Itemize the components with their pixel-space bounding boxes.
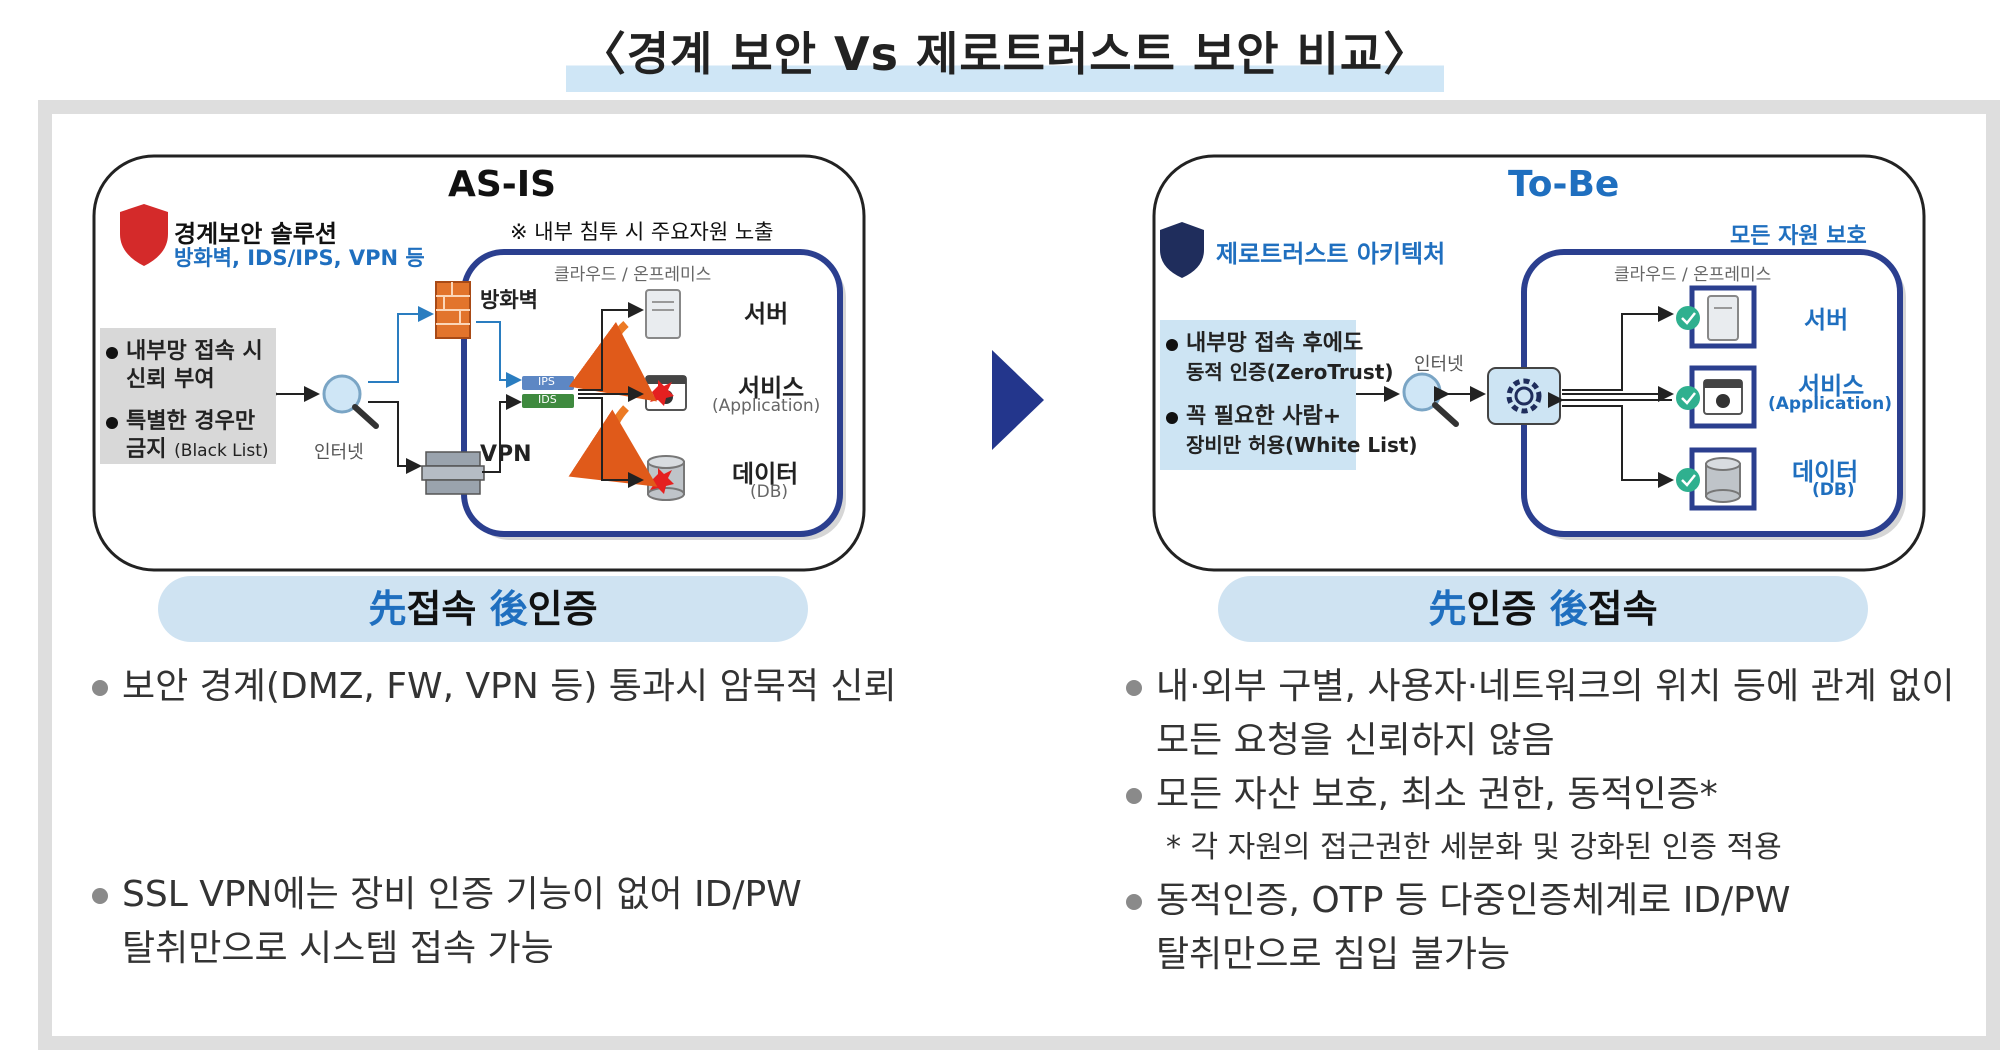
red-shield-icon <box>120 204 168 266</box>
attack-arrow <box>568 321 657 402</box>
ids-label: IDS <box>538 393 557 406</box>
to-be-principle-pill: 先인증 後접속 <box>1218 576 1868 642</box>
to-be-data-label: 데이터 <box>1792 458 1859 486</box>
transition-arrow-icon <box>992 350 1044 450</box>
to-be-pill-t2: 접속 <box>1587 587 1658 631</box>
as-is-service-label: 서비스 <box>738 374 805 402</box>
to-be-title: To-Be <box>1508 164 1620 205</box>
to-be-policy-item: 꼭 필요한 사람+ 장비만 허용(White List) <box>1166 403 1418 460</box>
to-be-bullet-1b: 모든 요청을 신뢰하지 않음 <box>1156 720 1555 761</box>
as-is-solution-sub: 방화벽, IDS/IPS, VPN 등 <box>174 246 425 270</box>
as-is-bullets-lower: SSL VPN에는 장비 인증 기능이 없어 ID/PW 탈취만으로 시스템 접속… <box>92 868 912 976</box>
server-icon <box>645 289 681 339</box>
as-is-bullet: SSL VPN에는 장비 인증 기능이 없어 ID/PW 탈취만으로 시스템 접속… <box>92 868 912 976</box>
verified-badge-icon <box>1676 386 1700 410</box>
page-title: 〈경계 보안 Vs 제로트러스트 보안 비교〉 <box>565 14 1445 92</box>
to-be-service-label: 서비스 <box>1798 372 1865 400</box>
to-be-policy-box <box>1160 320 1356 470</box>
as-is-network-label: 클라우드 / 온프레미스 <box>554 265 712 285</box>
gear-icon <box>1506 378 1542 414</box>
to-be-protect-label: 모든 자원 보호 <box>1730 224 1867 249</box>
vpn-server-icon <box>421 451 485 495</box>
to-be-policy-1b: 동적 인증(ZeroTrust) <box>1186 360 1394 384</box>
to-be-bullet-3a: 동적인증, OTP 등 다중인증체계로 ID/PW <box>1156 880 1791 921</box>
as-is-policy-2c: (Black List) <box>174 441 269 461</box>
as-is-pill-t2: 인증 <box>527 587 598 631</box>
as-is-policy-box <box>100 328 276 464</box>
as-is-solution-title: 경계보안 솔루션 <box>174 220 337 248</box>
to-be-bullet: 동적인증, OTP 등 다중인증체계로 ID/PW 탈취만으로 침입 불가능 <box>1126 874 1986 982</box>
as-is-pill-hl2: 後 <box>489 587 528 631</box>
to-be-bullet-1a: 내·외부 구별, 사용자·네트워크의 위치 등에 관계 없이 <box>1156 666 1955 707</box>
to-be-pill-hl1: 先 <box>1428 587 1467 631</box>
as-is-pill-t1: 접속 <box>406 587 490 631</box>
as-is-bullet-2b: 탈취만으로 시스템 접속 가능 <box>122 928 554 969</box>
magnifier-icon <box>322 374 362 414</box>
attack-arrow <box>568 405 658 487</box>
to-be-service-sub: (Application) <box>1768 394 1892 414</box>
as-is-note: ※ 내부 침투 시 주요자원 노출 <box>510 220 774 244</box>
as-is-data-label: 데이터 <box>732 460 799 488</box>
as-is-diagram-graphic <box>92 154 866 572</box>
to-be-policy-2b: 장비만 허용(White List) <box>1186 433 1418 457</box>
as-is-pill-hl1: 先 <box>368 587 407 631</box>
to-be-bullet-note: * 각 자원의 접근권한 세분화 및 강화된 인증 적용 <box>1166 830 1782 865</box>
as-is-bullets: 보안 경계(DMZ, FW, VPN 등) 통과시 암묵적 신뢰 <box>92 660 912 714</box>
database-icon <box>1705 457 1741 503</box>
as-is-service-sub: (Application) <box>712 396 821 416</box>
to-be-policy-1a: 내부망 접속 후에도 <box>1186 331 1364 356</box>
as-is-bullet-2a: SSL VPN에는 장비 인증 기능이 없어 ID/PW <box>122 874 802 915</box>
verified-badge-icon <box>1676 468 1700 492</box>
vpn-label: VPN <box>480 442 532 467</box>
firewall-icon <box>435 281 471 339</box>
to-be-bullet-2: 모든 자산 보호, 최소 권한, 동적인증* <box>1156 774 1718 815</box>
firewall-label: 방화벽 <box>480 288 538 312</box>
to-be-policy-2a: 꼭 필요한 사람+ <box>1186 404 1342 429</box>
as-is-bullet: 보안 경계(DMZ, FW, VPN 등) 통과시 암묵적 신뢰 <box>92 660 912 714</box>
as-is-internet-label: 인터넷 <box>314 442 364 463</box>
to-be-arch-title: 제로트러스트 아키텍처 <box>1216 240 1446 268</box>
as-is-policy-1a: 내부망 접속 시 <box>126 339 263 364</box>
ips-label: IPS <box>538 375 555 388</box>
as-is-principle-pill: 先접속 後인증 <box>158 576 808 642</box>
attack-burst-icon <box>650 468 674 494</box>
to-be-pill-t1: 인증 <box>1466 587 1550 631</box>
as-is-bullet-1: 보안 경계(DMZ, FW, VPN 등) 통과시 암묵적 신뢰 <box>122 666 897 707</box>
navy-shield-icon <box>1160 222 1204 278</box>
as-is-title: AS-IS <box>448 164 557 205</box>
to-be-bullet-3b: 탈취만으로 침입 불가능 <box>1156 934 1511 975</box>
as-is-server-label: 서버 <box>744 300 789 328</box>
as-is-data-sub: (DB) <box>750 482 789 502</box>
to-be-data-sub: (DB) <box>1812 480 1855 500</box>
as-is-policy-2b: 금지 <box>126 437 167 462</box>
to-be-pill-hl2: 後 <box>1549 587 1588 631</box>
service-app-icon <box>1703 379 1743 415</box>
verified-badge-icon <box>1676 306 1700 330</box>
server-icon <box>1707 295 1739 341</box>
ids-chip <box>522 394 574 408</box>
to-be-internet-label: 인터넷 <box>1414 354 1464 375</box>
ips-chip <box>522 376 574 390</box>
to-be-network-label: 클라우드 / 온프레미스 <box>1614 265 1772 285</box>
as-is-policy-1b: 신뢰 부여 <box>126 367 215 392</box>
title-wrap: 〈경계 보안 Vs 제로트러스트 보안 비교〉 <box>0 14 2010 92</box>
to-be-bullet: 모든 자산 보호, 최소 권한, 동적인증* <box>1126 768 1986 822</box>
as-is-policy-2a: 특별한 경우만 <box>126 409 256 434</box>
to-be-server-label: 서버 <box>1804 306 1849 334</box>
